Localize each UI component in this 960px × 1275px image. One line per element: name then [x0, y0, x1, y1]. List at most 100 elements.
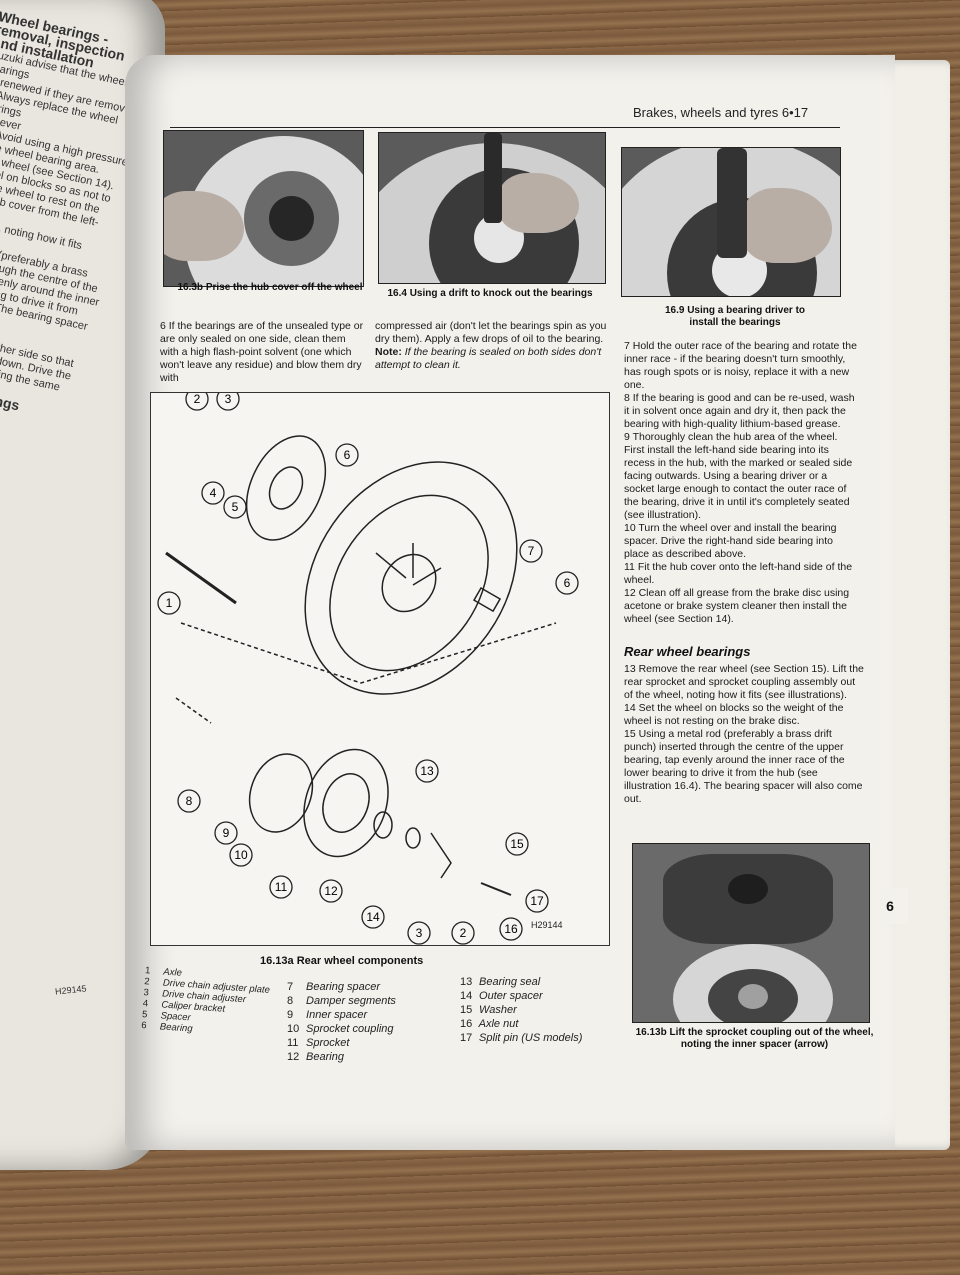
diagram-title: 16.13a Rear wheel components — [260, 955, 424, 967]
callout-circle — [201, 481, 225, 505]
legend-item: 12 Bearing — [287, 1050, 457, 1064]
left-figure-ref: H29145 — [54, 983, 87, 997]
legend-number: 6 — [140, 1020, 147, 1032]
legend-label: Bearing — [303, 1051, 344, 1063]
callout-circle — [499, 917, 523, 941]
photo-bearing-driver — [621, 147, 841, 297]
callout-number: 12 — [324, 884, 338, 898]
legend-item: 13 Bearing seal — [460, 975, 620, 989]
callout-number: 6 — [564, 576, 571, 590]
paragraph-6-cont: compressed air (don't let the bearings s… — [375, 320, 607, 345]
paragraph-6: 6 If the bearings are of the unsealed ty… — [160, 320, 364, 384]
legend-number: 16 — [460, 1018, 473, 1030]
photo-caption-1: 16.3b Prise the hub cover off the wheel — [177, 282, 363, 293]
legend-number: 10 — [287, 1023, 300, 1035]
paragraph-15: 15 Using a metal rod (preferably a brass… — [624, 728, 863, 805]
legend-number: 15 — [460, 1004, 473, 1016]
callout-number: 2 — [194, 393, 201, 406]
callout-number: 5 — [232, 500, 239, 514]
callout-circle — [223, 495, 247, 519]
sprocket — [303, 748, 389, 858]
callout-number: 13 — [420, 764, 434, 778]
callout-number: 15 — [510, 837, 524, 851]
photo-caption-3: 16.9 Using a bearing driver to install t… — [664, 305, 806, 328]
legend-number: 9 — [287, 1009, 294, 1021]
paragraph-12: 12 Clean off all grease from the brake d… — [624, 587, 850, 625]
legend-number: 7 — [287, 981, 294, 993]
legend-item: 8 Damper segments — [287, 994, 457, 1008]
callout-number: 14 — [366, 910, 380, 924]
legend-number: 8 — [287, 995, 294, 1007]
callout-circle — [319, 879, 343, 903]
paragraph-14: 14 Set the wheel on blocks so the weight… — [624, 702, 844, 727]
tyre-outline — [304, 461, 518, 695]
legend-label: Sprocket coupling — [303, 1023, 394, 1035]
legend-label: Sprocket — [303, 1037, 350, 1049]
legend-number: 11 — [287, 1037, 299, 1049]
paragraph-9: 9 Thoroughly clean the hub area of the w… — [624, 431, 853, 521]
callout-number: 10 — [234, 848, 248, 862]
page-header: Brakes, wheels and tyres 6•17 — [633, 105, 809, 120]
callout-circle — [177, 789, 201, 813]
note-label: Note: — [375, 346, 402, 358]
rear-wheel-bearings-heading: Rear wheel bearings — [624, 644, 751, 659]
chapter-tab: 6 — [872, 888, 908, 924]
photo-sprocket-coupling — [632, 843, 870, 1023]
legend-item: 9 Inner spacer — [287, 1008, 457, 1022]
callout-circle — [451, 921, 475, 945]
callout-number: 2 — [460, 926, 467, 940]
paragraph-11: 11 Fit the hub cover onto the left-hand … — [624, 561, 853, 586]
legend-item: 7 Bearing spacer — [287, 980, 457, 994]
legend-item: 11 Sprocket — [287, 1036, 457, 1050]
legend-item: 17 Split pin (US models) — [460, 1031, 620, 1045]
photo-hub-cover — [163, 130, 364, 287]
legend-label: Axle nut — [476, 1018, 519, 1030]
callout-number: 17 — [530, 894, 544, 908]
column-1-text: 6 If the bearings are of the unsealed ty… — [160, 320, 365, 385]
callout-circle — [229, 843, 253, 867]
sprocket-coupling — [248, 753, 314, 833]
legend-label: Washer — [476, 1004, 517, 1016]
legend-label: Bearing spacer — [303, 981, 381, 993]
callout-number: 8 — [186, 794, 193, 808]
callout-circle — [214, 821, 238, 845]
paragraph-10: 10 Turn the wheel over and install the b… — [624, 522, 837, 560]
legend-number: 12 — [287, 1051, 300, 1063]
legend-item: 16 Axle nut — [460, 1017, 620, 1031]
callout-circle — [335, 443, 359, 467]
photo-drift-bearings — [378, 132, 606, 284]
note-text: If the bearing is sealed on both sides d… — [375, 346, 602, 371]
paragraph-7: 7 Hold the outer race of the bearing and… — [624, 340, 857, 391]
column-2-text: compressed air (don't let the bearings s… — [375, 320, 607, 372]
callout-circle — [216, 393, 240, 411]
callout-number: 3 — [416, 926, 423, 940]
legend-label: Damper segments — [303, 995, 396, 1007]
legend-item: 14 Outer spacer — [460, 989, 620, 1003]
header-rule — [170, 127, 840, 128]
callout-number: 6 — [344, 448, 351, 462]
diagram-ref: H29144 — [531, 920, 563, 930]
legend-number: 14 — [460, 990, 473, 1002]
rear-bearings-text: 13 Remove the rear wheel (see Section 15… — [624, 663, 866, 806]
callout-circle — [525, 889, 549, 913]
callout-circle — [505, 832, 529, 856]
callout-number: 9 — [223, 826, 230, 840]
photo-caption-4: 16.13b Lift the sprocket coupling out of… — [635, 1027, 874, 1050]
legend-number: 13 — [460, 976, 473, 988]
callout-number: 16 — [504, 922, 518, 936]
photo-caption-2: 16.4 Using a drift to knock out the bear… — [387, 288, 593, 299]
paragraph-8: 8 If the bearing is good and can be re-u… — [624, 392, 855, 430]
callout-circle — [269, 875, 293, 899]
callout-number: 1 — [166, 596, 173, 610]
legend-item: 10 Sprocket coupling — [287, 1022, 457, 1036]
callout-number: 11 — [275, 880, 288, 894]
legend-label: Split pin (US models) — [476, 1032, 583, 1044]
axle-line — [165, 551, 237, 605]
callout-number: 7 — [528, 544, 535, 558]
